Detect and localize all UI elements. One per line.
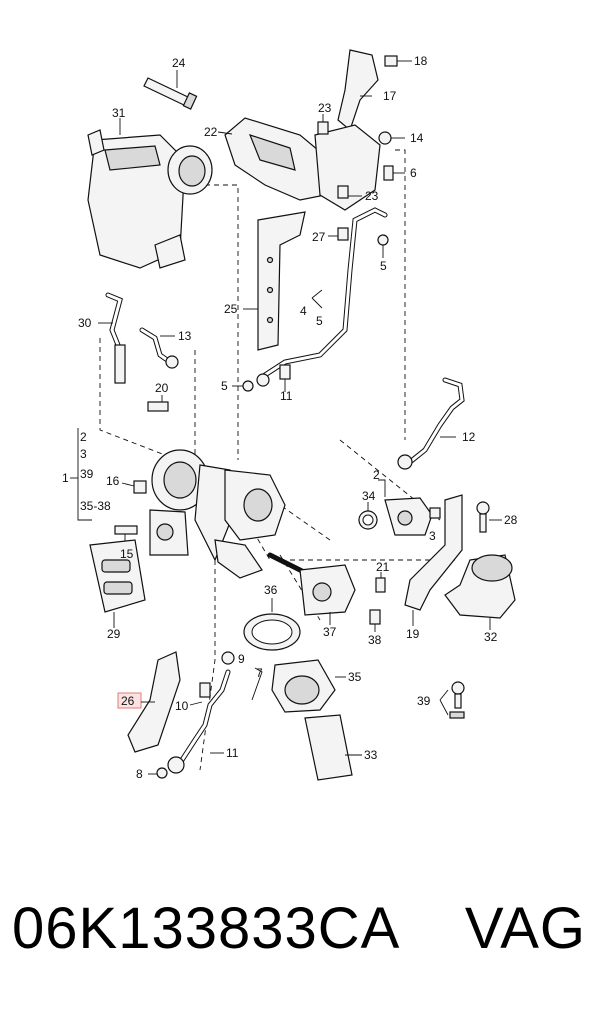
callout-16: 16 <box>106 474 120 488</box>
brand-label: VAG <box>464 896 586 961</box>
callout-12: 12 <box>462 430 476 444</box>
callout-6: 6 <box>410 166 417 180</box>
callout-9: 9 <box>238 652 245 666</box>
callout-11a: 11 <box>280 389 293 403</box>
callout-17: 17 <box>383 89 397 103</box>
callout-31: 31 <box>112 106 126 120</box>
bolts-turbo <box>114 480 147 548</box>
callout-21: 21 <box>376 560 390 574</box>
callout-20: 20 <box>155 381 169 395</box>
part-30-oxygen-sensor <box>98 292 126 384</box>
callout-labels: 24 31 22 18 17 23 14 6 23 27 5 25 4 5 30… <box>62 54 518 781</box>
part-7-return-pipe <box>148 651 263 779</box>
part-28-bolt <box>476 501 502 533</box>
callout-22: 22 <box>204 125 218 139</box>
callout-13: 13 <box>178 329 192 343</box>
callout-11b: 11 <box>226 746 239 760</box>
part-26-shield-plate <box>117 651 181 753</box>
callout-30: 30 <box>78 316 92 330</box>
part-35-outlet-elbow <box>271 659 346 713</box>
callout-18: 18 <box>414 54 428 68</box>
part-17-bracket <box>314 49 381 211</box>
part-37-actuator <box>267 552 356 625</box>
callout-37: 37 <box>323 625 337 639</box>
callout-5a: 5 <box>380 259 387 273</box>
part-39-kit <box>439 681 465 719</box>
callout-35: 35 <box>348 670 362 684</box>
callout-4: 4 <box>300 304 307 318</box>
part-25-gasket-plate <box>243 211 306 351</box>
part-31-catalytic-converter <box>87 118 213 269</box>
callout-26: 26 <box>121 694 135 708</box>
part-12-coolant-line <box>397 377 465 470</box>
callout-25: 25 <box>224 302 238 316</box>
callout-28: 28 <box>504 513 518 527</box>
bolts-mid <box>232 364 291 392</box>
callout-24: 24 <box>172 56 186 70</box>
callout-5c: 5 <box>221 379 228 393</box>
part-20-bolt <box>147 395 169 412</box>
callout-2b: 2 <box>373 468 380 482</box>
callout-35-38: 35-38 <box>80 499 111 513</box>
callout-36: 36 <box>264 583 278 597</box>
callout-2a: 2 <box>80 430 87 444</box>
group-bracket-1 <box>70 428 92 521</box>
turbocharger-assembly <box>149 449 286 579</box>
part-29-flange-gasket <box>89 539 146 628</box>
callout-15: 15 <box>120 547 134 561</box>
part-4-oil-pipe <box>262 207 388 378</box>
callout-8: 8 <box>136 767 143 781</box>
callout-14: 14 <box>410 131 424 145</box>
callout-23a: 23 <box>318 101 332 115</box>
exploded-parts-diagram: 24 31 22 18 17 23 14 6 23 27 5 25 4 5 30… <box>62 49 518 781</box>
bolts-upper <box>317 55 412 258</box>
callout-39b: 39 <box>417 694 431 708</box>
part-33-hose <box>304 714 362 781</box>
callout-33: 33 <box>364 748 378 762</box>
callout-29: 29 <box>107 627 121 641</box>
callout-23b: 23 <box>365 189 379 203</box>
callout-32: 32 <box>484 630 498 644</box>
callout-3b: 3 <box>429 529 436 543</box>
part-24-sealant-tube <box>143 70 198 110</box>
callout-3a: 3 <box>80 447 87 461</box>
callout-39a: 39 <box>80 467 94 481</box>
callout-27: 27 <box>312 230 326 244</box>
part-13-bent-pipe <box>139 327 179 369</box>
callout-7: 7 <box>256 666 263 680</box>
part-34-o-ring <box>358 502 378 530</box>
callout-10: 10 <box>175 699 189 713</box>
callout-19: 19 <box>406 627 420 641</box>
part-number: 06K133833CA <box>12 896 401 961</box>
bolts-lower-right <box>369 572 386 632</box>
callout-1: 1 <box>62 471 69 485</box>
footer: 06K133833CA VAG <box>0 895 600 985</box>
callout-5b: 5 <box>316 314 323 328</box>
part-22-heat-shield <box>217 117 331 201</box>
part-32-charge-air-elbow <box>444 554 516 630</box>
part-19-bracket <box>404 494 463 626</box>
callout-34: 34 <box>362 489 376 503</box>
part-2-diverter-valve <box>378 479 441 536</box>
callout-38: 38 <box>368 633 382 647</box>
part-36-gasket-ring <box>243 598 301 651</box>
